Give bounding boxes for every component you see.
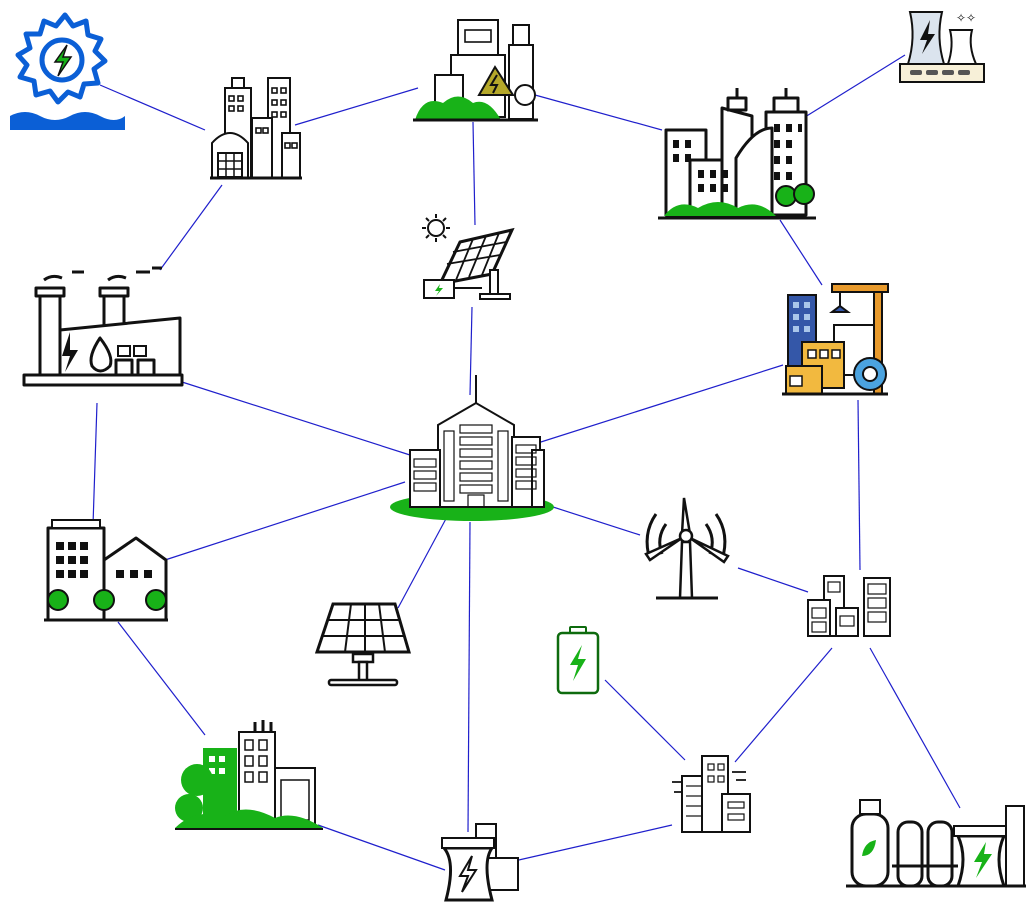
construction-buildings-icon	[782, 283, 889, 396]
nuclear-power-plant-icon: ✧✧	[899, 11, 985, 83]
edge-construction-apartments	[857, 399, 861, 571]
edge-central-residential	[164, 481, 406, 561]
bio-energy-plant-icon	[846, 799, 1026, 888]
power-plant-cooling-tower-icon	[440, 823, 519, 902]
edge-office-plant	[509, 824, 673, 863]
edge-apartments-bio	[869, 647, 961, 809]
edge-factory-central	[181, 381, 411, 456]
eco-city-icon	[175, 720, 323, 830]
residential-buildings-icon	[44, 519, 168, 622]
apartment-buildings-icon	[807, 575, 891, 637]
edge-nuclear-skyline	[804, 54, 906, 118]
svg-text:✧✧: ✧✧	[956, 11, 976, 25]
edge-solar-central	[469, 306, 473, 396]
edge-central-solarpanel	[397, 514, 449, 609]
edge-city-industrial	[294, 87, 419, 126]
edge-city-factory	[159, 184, 223, 271]
edge-battery-office	[604, 679, 686, 761]
factory-energy-water-icon	[22, 266, 184, 387]
central-city-icon	[390, 375, 554, 521]
edge-apartments-office	[734, 647, 833, 763]
edge-construction-central	[521, 364, 784, 449]
network-edges	[92, 54, 961, 871]
edge-central-plant	[467, 521, 471, 833]
edge-factory-residential	[92, 402, 98, 526]
edge-residential-green	[117, 621, 206, 736]
office-buildings-icon	[672, 755, 751, 833]
edge-wind-apartments	[737, 567, 809, 593]
solar-panel-icon	[314, 602, 411, 687]
edge-green-plant	[317, 824, 446, 871]
edge-industrial-skyline	[534, 94, 663, 131]
city-buildings-icon	[210, 77, 302, 180]
industrial-plant-icon	[413, 19, 538, 122]
edge-skyline-construction	[779, 219, 823, 286]
edge-central-wind	[552, 506, 641, 536]
wind-turbine-icon	[644, 497, 730, 600]
edge-industrial-solar	[472, 121, 476, 226]
green-city-skyline-icon	[658, 88, 816, 220]
hydro-power-gear-icon	[10, 12, 125, 130]
solar-panel-battery-icon	[422, 214, 515, 300]
battery-charging-icon	[556, 626, 600, 695]
edge-hydro-city	[99, 84, 206, 131]
